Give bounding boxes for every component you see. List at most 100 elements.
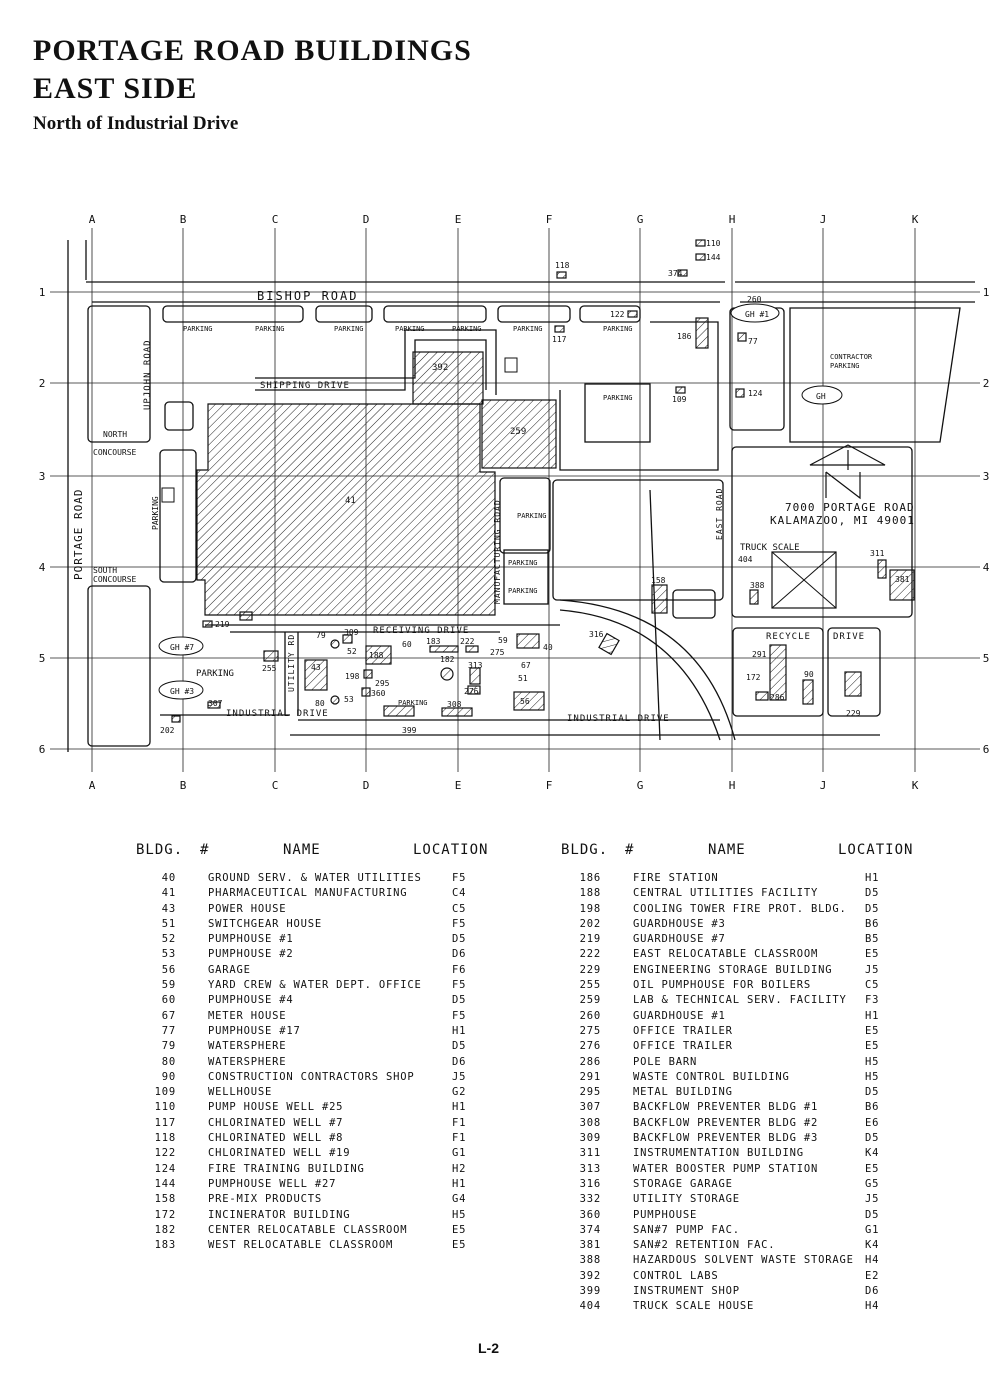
legend-building-number: 118 [154, 1132, 176, 1145]
legend-building-name: CHLORINATED WELL #19 [208, 1147, 351, 1160]
legend-building-location: G1 [865, 1223, 880, 1236]
building-small-h [735, 388, 745, 398]
grid-column-labels-bottom: A B C D E F G H J K [89, 779, 919, 792]
grid-col-label: K [912, 213, 919, 226]
building-small-d [556, 271, 567, 279]
legend-building-number: 172 [154, 1208, 176, 1221]
legend-building-name: PUMPHOUSE #2 [208, 948, 294, 961]
building-158 [651, 584, 668, 614]
legend-building-location: G1 [452, 1147, 467, 1160]
legend-building-name: SAN#7 PUMP FAC. [633, 1223, 740, 1236]
legend-building-name: SAN#2 RETENTION FAC. [633, 1239, 776, 1252]
building-label: 110 [706, 239, 721, 248]
legend-building-name: GROUND SERV. & WATER UTILITIES [208, 872, 422, 884]
legend-building-location: F3 [865, 994, 880, 1007]
shipping-drive-label: SHIPPING DRIVE [260, 381, 350, 391]
legend-header-bldg: BLDG. [136, 842, 184, 858]
legend-building-number: 308 [579, 1116, 601, 1129]
legend-building-number: 77 [161, 1024, 176, 1037]
building-label: 67 [521, 661, 531, 670]
grid-row-label: 4 [983, 561, 990, 574]
grid-row-label: 6 [39, 743, 46, 756]
legend-building-number: 222 [579, 948, 601, 961]
legend-building-number: 52 [161, 933, 176, 946]
legend-building-location: J5 [452, 1070, 467, 1083]
building-label: 183 [426, 637, 441, 646]
legend-building-name: PUMPHOUSE [633, 1208, 698, 1221]
grid-col-label: G [637, 779, 644, 792]
building-label: 308 [447, 700, 462, 709]
legend-building-name: ENGINEERING STORAGE BUILDING [633, 963, 833, 976]
legend-header: BLDG. # NAME LOCATION [136, 842, 520, 864]
grid-col-label: E [455, 213, 462, 226]
legend-building-location: H5 [452, 1208, 467, 1221]
legend-building-name: YARD CREW & WATER DEPT. OFFICE [208, 979, 422, 992]
building-small-aa [239, 611, 253, 621]
legend-building-location: G5 [865, 1177, 880, 1190]
building-label: 117 [552, 335, 567, 344]
legend-building-name: OFFICE TRAILER [633, 1024, 733, 1037]
gh-label: GH [816, 392, 826, 401]
legend-building-number: 381 [579, 1239, 601, 1252]
legend-building-name: INCINERATOR BUILDING [208, 1208, 351, 1221]
grid-row-label: 3 [39, 470, 46, 483]
legend-building-number: 260 [579, 1009, 601, 1022]
building-small-o [469, 667, 481, 685]
legend-header-name: NAME [708, 842, 746, 858]
legend-building-name: COOLING TOWER FIRE PROT. BLDG. [633, 902, 847, 915]
grid-row-label: 6 [983, 743, 990, 756]
site-map: A B C D E F G H J K A B C D E F G H J K … [39, 213, 990, 792]
legend-building-name: PUMP HOUSE WELL #25 [208, 1101, 344, 1114]
grid-col-label: C [272, 213, 279, 226]
building-label: 118 [555, 261, 570, 270]
legend-building-number: 295 [579, 1086, 601, 1099]
building-90 [802, 679, 814, 705]
building-small-a [695, 239, 706, 247]
road-network [67, 240, 975, 752]
legend-building-name: STORAGE GARAGE [633, 1177, 733, 1190]
parking-label: PARKING [183, 325, 213, 333]
legend-building-location: H1 [452, 1177, 467, 1190]
legend-building-location: K4 [865, 1239, 880, 1252]
building-small-l [342, 634, 353, 644]
legend-header-hash: # [625, 842, 635, 858]
legend-building-name: METER HOUSE [208, 1009, 287, 1022]
legend-building-name: GUARDHOUSE #1 [633, 1009, 726, 1022]
legend-building-name: BACKFLOW PREVENTER BLDG #3 [633, 1132, 819, 1145]
legend-building-location: B5 [865, 933, 880, 946]
legend-building-number: 276 [579, 1040, 601, 1053]
concourse-label-2: CONCOURSE [93, 575, 137, 584]
building-label: 56 [520, 697, 530, 706]
parking-label: PARKING [398, 699, 428, 707]
building-label: 202 [160, 726, 175, 735]
legend-building-name: FIRE TRAINING BUILDING [208, 1162, 365, 1175]
legend-building-name: EAST RELOCATABLE CLASSROOM [633, 948, 819, 961]
legend-building-location: E5 [452, 1239, 467, 1252]
parking-label: PARKING [196, 669, 234, 679]
legend-building-name: PUMPHOUSE #17 [208, 1024, 301, 1037]
building-small-f [554, 325, 565, 333]
legend-header-location: LOCATION [838, 842, 914, 858]
building-label: 59 [498, 636, 508, 645]
legend-building-location: F1 [452, 1116, 467, 1129]
parking-label: PARKING [508, 559, 538, 567]
legend-building-location: D6 [452, 948, 467, 961]
building-label: 52 [347, 647, 357, 656]
